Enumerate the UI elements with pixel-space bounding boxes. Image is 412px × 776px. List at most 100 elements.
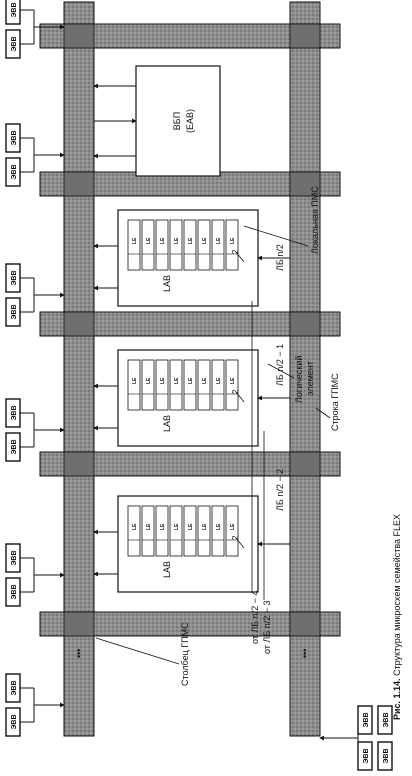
le-cell	[183, 505, 197, 557]
le-label: LE	[174, 523, 180, 530]
le-label: LE	[216, 377, 222, 384]
le-label: LE	[160, 237, 166, 244]
le-cell	[211, 505, 225, 557]
label-logic-element-2: элемент	[305, 361, 315, 396]
ebp-subtitle: (EAB)	[185, 109, 195, 133]
evv-top-4-2: ЭВВ	[5, 263, 34, 293]
figure-caption: Рис. 1.14. Структура микросхем семейства…	[392, 514, 402, 720]
from-lb-label-1: от ЛБ n/2 − 4	[250, 590, 260, 644]
svg-text:ЭВВ: ЭВВ	[11, 2, 18, 17]
le-label: LE	[188, 523, 194, 530]
row-bus-5	[39, 23, 341, 49]
le-label: LE	[146, 523, 152, 530]
le-cell	[211, 219, 225, 271]
le-cell	[155, 359, 169, 411]
le-label: LE	[230, 237, 236, 244]
le-label: LE	[202, 237, 208, 244]
le-cell	[197, 505, 211, 557]
evv-top-5-2: ЭВВ	[5, 123, 34, 153]
le-label: LE	[216, 237, 222, 244]
evv-top-1-1: ЭВВ	[5, 707, 34, 737]
svg-text:ЭВВ: ЭВВ	[11, 36, 18, 51]
lab-label: LAB	[162, 275, 172, 292]
le-cell	[225, 359, 239, 411]
le-cell	[141, 505, 155, 557]
le-cell	[169, 505, 183, 557]
svg-text:ЭВВ: ЭВВ	[11, 550, 18, 565]
bus-width-label: 2	[231, 535, 240, 540]
evv-top-3-2: ЭВВ	[5, 398, 34, 428]
label-column-gpms: Столбец ГПМС	[180, 622, 190, 686]
evv-bottom-1-1: ЭВВ	[357, 741, 373, 771]
label-logic-element-1: Логический	[294, 356, 304, 403]
le-label: LE	[146, 377, 152, 384]
svg-text:ЭВВ: ЭВВ	[383, 748, 390, 763]
le-label: LE	[174, 377, 180, 384]
svg-text:ЭВВ: ЭВВ	[11, 405, 18, 420]
le-label: LE	[132, 377, 138, 384]
bus-width-label: 2	[231, 389, 240, 394]
le-cell	[225, 219, 239, 271]
le-cell	[183, 219, 197, 271]
evv-top-2-1: ЭВВ	[5, 577, 34, 607]
svg-text:ЭВВ: ЭВВ	[11, 164, 18, 179]
lb-label-2: ЛБ n/2 − 1	[275, 344, 285, 386]
le-cell	[155, 505, 169, 557]
ellipsis-bottom: •••	[300, 649, 310, 658]
ebp-title: ВБП	[172, 112, 182, 130]
le-cell	[155, 219, 169, 271]
svg-text:ЭВВ: ЭВВ	[383, 712, 390, 727]
le-label: LE	[160, 377, 166, 384]
svg-text:ЭВВ: ЭВВ	[11, 304, 18, 319]
lab-label: LAB	[162, 561, 172, 578]
le-cell	[225, 505, 239, 557]
bus-width-label: 2	[231, 249, 240, 254]
evv-top-6-1: ЭВВ	[5, 29, 34, 59]
le-cell	[211, 359, 225, 411]
le-cell	[183, 359, 197, 411]
svg-text:ЭВВ: ЭВВ	[363, 712, 370, 727]
label-local-pms: Локальная ПМС	[310, 186, 320, 254]
svg-text:ЭВВ: ЭВВ	[11, 439, 18, 454]
row-bus-3	[39, 311, 341, 337]
le-cell	[127, 219, 141, 271]
svg-text:ЭВВ: ЭВВ	[11, 270, 18, 285]
le-label: LE	[230, 377, 236, 384]
evv-top-2-2: ЭВВ	[5, 543, 34, 573]
le-cell	[141, 359, 155, 411]
le-label: LE	[174, 237, 180, 244]
ebp-block: ВБП (EAB)	[135, 65, 221, 177]
from-lb-label-2: от ЛБ n/2 − 3	[262, 600, 272, 654]
svg-text:ЭВВ: ЭВВ	[11, 130, 18, 145]
row-bus-1	[39, 611, 341, 637]
svg-text:ЭВВ: ЭВВ	[11, 584, 18, 599]
lab-label: LAB	[162, 415, 172, 432]
le-cell	[197, 219, 211, 271]
svg-text:ЭВВ: ЭВВ	[11, 680, 18, 695]
lb-label-3: ЛБ n/2	[275, 244, 285, 271]
le-cell	[127, 359, 141, 411]
le-cell	[197, 359, 211, 411]
evv-top-3-1: ЭВВ	[5, 432, 34, 462]
evv-top-1-2: ЭВВ	[5, 673, 34, 703]
svg-text:ЭВВ: ЭВВ	[363, 748, 370, 763]
row-bus-2	[39, 451, 341, 477]
le-label: LE	[216, 523, 222, 530]
svg-text:ЭВВ: ЭВВ	[11, 714, 18, 729]
le-label: LE	[230, 523, 236, 530]
evv-top-5-1: ЭВВ	[5, 157, 34, 187]
le-label: LE	[202, 523, 208, 530]
evv-bottom-2-1: ЭВВ	[377, 741, 393, 771]
evv-bottom-2-2: ЭВВ	[377, 705, 393, 735]
le-cell	[127, 505, 141, 557]
le-cell	[169, 219, 183, 271]
ellipsis-top: •••	[74, 649, 84, 658]
label-row-gpms: Строка ГПМС	[330, 373, 340, 431]
evv-top-4-1: ЭВВ	[5, 297, 34, 327]
le-label: LE	[188, 237, 194, 244]
lb-label-1: ЛБ n/2 − 2	[275, 469, 285, 511]
